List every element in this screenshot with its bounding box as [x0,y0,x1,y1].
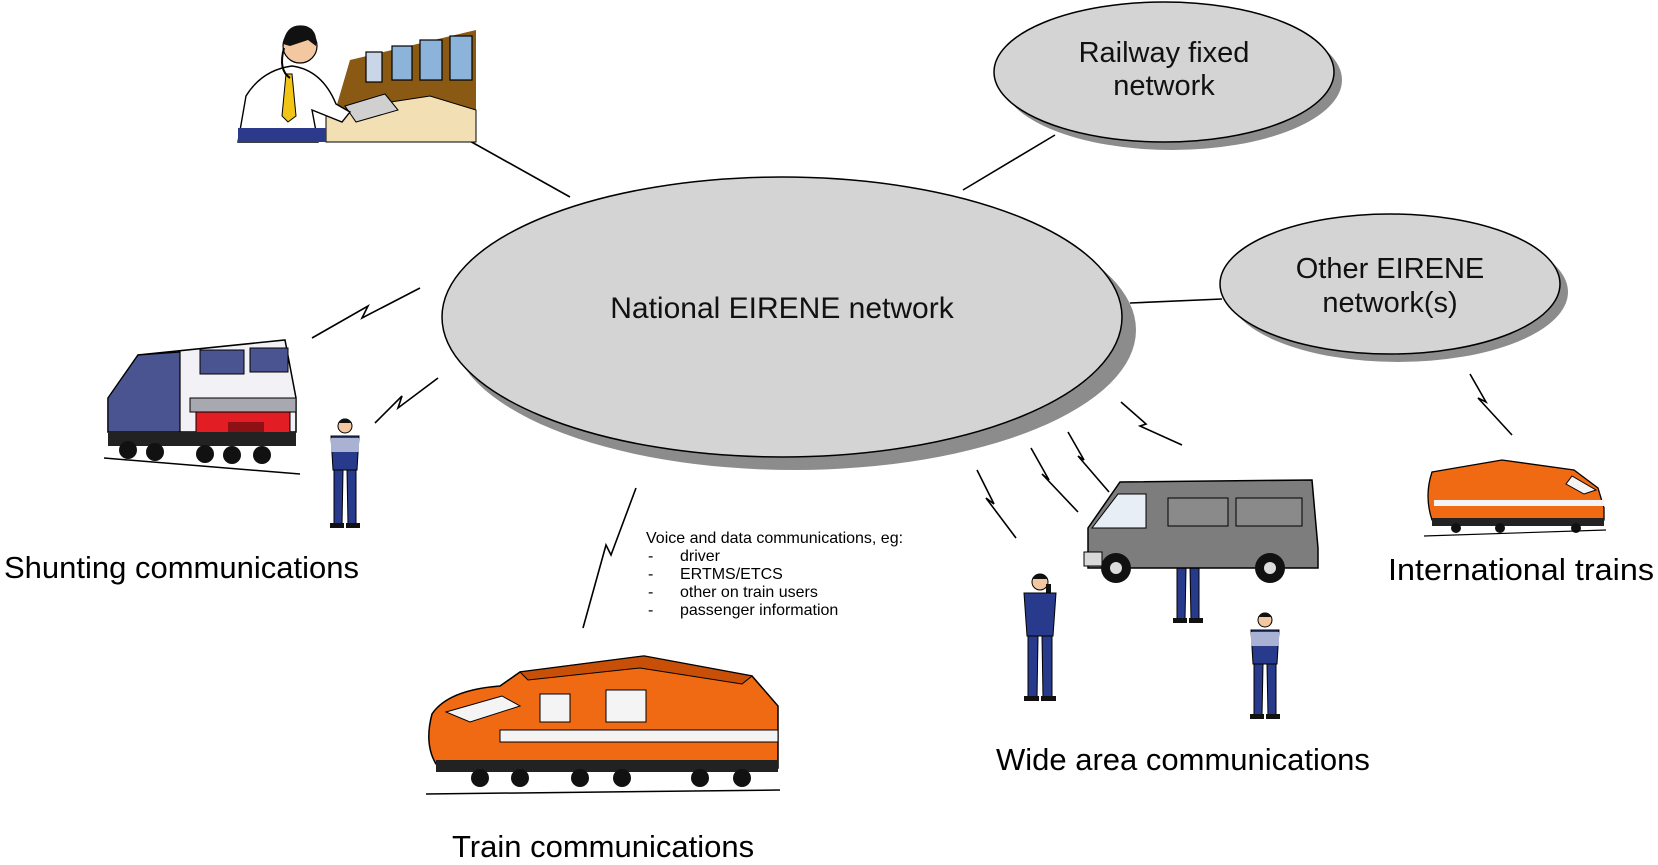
national-eirene-network-node: National EIRENE network [441,176,1136,470]
connector-other-eirene [1129,298,1223,304]
other-eirene-label-line2: network(s) [1322,287,1457,319]
connector-railway-fixed [962,134,1056,191]
other-eirene-network-node: Other EIRENE network(s) [1219,213,1568,362]
connector-controller [467,139,571,198]
note-item: other on train users [680,584,818,601]
radio-link-icon [976,469,1017,539]
note-bullet: - [648,584,653,601]
radio-link-icon [374,377,439,424]
other-eirene-ellipse [1219,213,1561,355]
national-network-ellipse [441,176,1123,458]
orange-high-speed-train-icon [425,655,781,795]
radio-link-icon [1067,431,1110,493]
radio-link-icon [311,287,421,339]
note-bullet: - [648,566,653,583]
railway-fixed-label-line2: network [1113,70,1215,102]
note-item: ERTMS/ETCS [680,566,783,583]
caption-train: Train communications [452,829,754,864]
caption-wide-area: Wide area communications [996,742,1370,777]
national-network-label: National EIRENE network [610,292,954,325]
railway-worker-with-radio-icon [1023,573,1057,701]
radio-links [311,287,1513,629]
other-eirene-label-line1: Other EIRENE [1296,253,1485,285]
controller-at-desk-icon [237,25,477,143]
note-bullet: - [648,548,653,565]
service-van-icon [1083,479,1319,583]
network-connectors [467,134,1223,304]
caption-shunting: Shunting communications [4,550,359,585]
railway-fixed-ellipse [993,1,1335,143]
shunting-locomotive-icon [103,339,301,475]
note-item: driver [680,548,721,565]
railway-fixed-label-line1: Railway fixed [1079,37,1250,69]
caption-international: International trains [1388,552,1654,587]
railway-fixed-network-node: Railway fixed network [993,1,1342,150]
note-item: passenger information [680,602,838,619]
international-train-icon [1423,459,1607,537]
communications-note: Voice and data communications, eg: - dri… [646,530,903,619]
radio-link-icon [582,487,637,629]
railway-worker-icon [1250,612,1280,719]
note-heading: Voice and data communications, eg: [646,530,903,547]
note-bullet: - [648,602,653,619]
railway-worker-icon [330,418,360,528]
radio-link-icon [1469,373,1513,436]
radio-link-icon [1030,447,1079,513]
radio-link-icon [1120,401,1183,446]
